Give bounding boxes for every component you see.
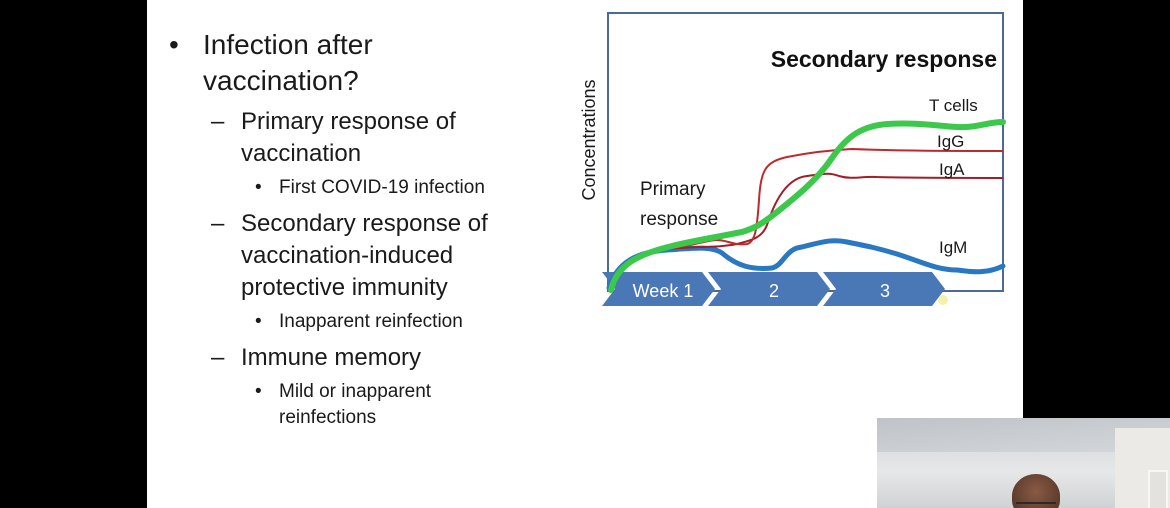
bullet-text: Secondary response of — [241, 210, 488, 237]
chart-svg: Concentrations Secondary response Primar… — [579, 12, 1006, 306]
presentation-slide: • Infection after vaccination? – Primary… — [147, 0, 1023, 508]
week-axis: Week 1 2 3 — [602, 272, 945, 306]
series-tcells-line — [608, 119, 1006, 293]
week-2-label: 2 — [769, 281, 779, 301]
immune-response-chart: Concentrations Secondary response Primar… — [577, 0, 1023, 330]
bullet-marker: • — [255, 381, 262, 402]
label-tcells: T cells — [929, 96, 978, 115]
bullet-text: protective immunity — [241, 274, 448, 301]
presenter-glasses — [1016, 502, 1056, 508]
cursor-highlight-icon — [938, 295, 948, 305]
bullet-text: Inapparent reinfection — [279, 311, 463, 332]
dash-marker: – — [211, 210, 225, 237]
week-1-label: Week 1 — [633, 281, 694, 301]
bullet-text: vaccination — [241, 140, 362, 167]
bullet-text: vaccination-induced — [241, 242, 454, 269]
chart-title: Secondary response — [771, 46, 997, 72]
series-igm-line — [606, 238, 1006, 291]
bullet-marker: • — [255, 311, 262, 332]
dash-marker: – — [211, 344, 225, 371]
week-2-arrow — [708, 272, 830, 306]
bullet-text: reinfections — [279, 407, 377, 428]
week-1-arrow — [602, 272, 715, 306]
annotation-primary: Primary response — [640, 179, 718, 230]
bullet-text: First COVID-19 infection — [279, 177, 485, 198]
bullet-text: Primary response of — [241, 108, 456, 135]
bullet-text: Mild or inapparent — [279, 381, 432, 402]
y-axis-label: Concentrations — [579, 79, 599, 200]
week-3-arrow — [823, 272, 945, 306]
label-igg: IgG — [937, 132, 964, 151]
bullet-text: Infection after — [203, 29, 373, 60]
presenter-webcam — [877, 418, 1170, 508]
bullet-text: vaccination? — [203, 65, 359, 96]
webcam-door — [1148, 470, 1168, 508]
dash-marker: – — [211, 108, 225, 135]
bullet-text: Immune memory — [241, 344, 422, 371]
bullet-marker: • — [169, 29, 179, 60]
bullet-marker: • — [255, 177, 262, 198]
week-3-label: 3 — [880, 281, 890, 301]
label-iga: IgA — [939, 160, 965, 179]
label-igm: IgM — [939, 238, 967, 257]
